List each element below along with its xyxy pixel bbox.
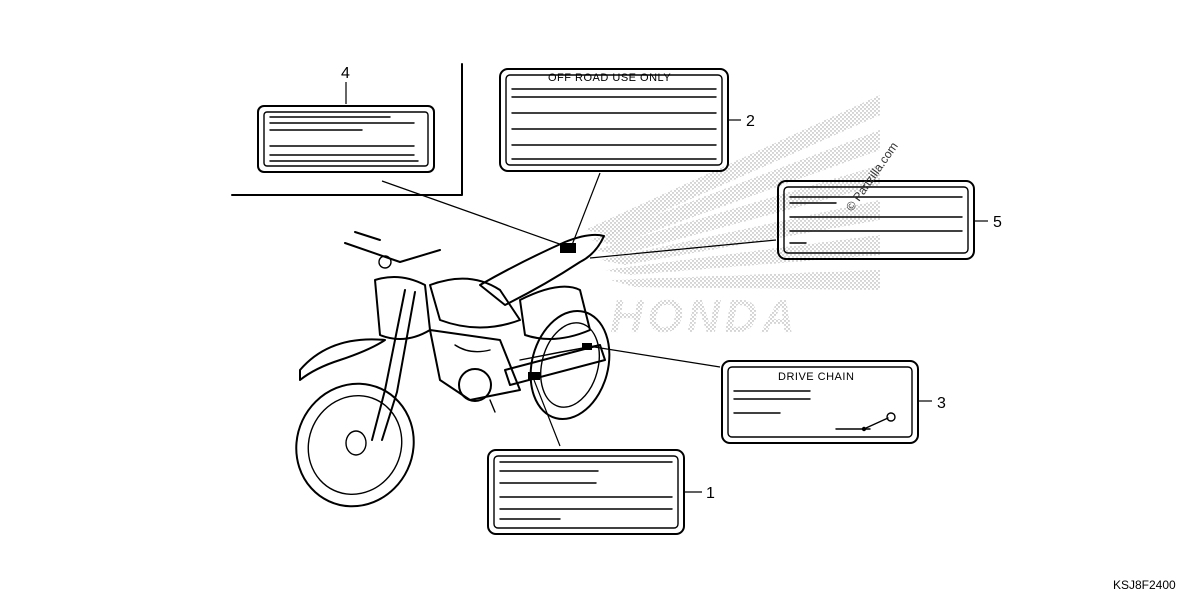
sticker-2[interactable]: OFF ROAD USE ONLY: [499, 68, 729, 172]
sticker-4-frame: [231, 63, 463, 196]
leader-lines: [345, 82, 988, 493]
callout-5: 5: [993, 214, 1002, 231]
sticker-1[interactable]: [487, 449, 685, 535]
sticker-4[interactable]: [257, 105, 435, 173]
diagram-code: KSJ8F2400: [1113, 578, 1176, 592]
honda-wing-logo: HONDA: [585, 95, 880, 342]
wrench-icon: [861, 412, 896, 432]
callout-4: 4: [341, 65, 350, 82]
sticker-3[interactable]: DRIVE CHAIN: [721, 360, 919, 444]
sticker-2-title: OFF ROAD USE ONLY: [548, 72, 671, 84]
callout-3: 3: [937, 395, 946, 412]
motorcycle-drawing: [295, 231, 611, 508]
callout-2: 2: [746, 113, 755, 130]
honda-brand-text: HONDA: [610, 290, 799, 342]
sticker-5[interactable]: [777, 180, 975, 260]
callout-1: 1: [706, 485, 715, 502]
sticker-3-title: DRIVE CHAIN: [778, 371, 854, 383]
